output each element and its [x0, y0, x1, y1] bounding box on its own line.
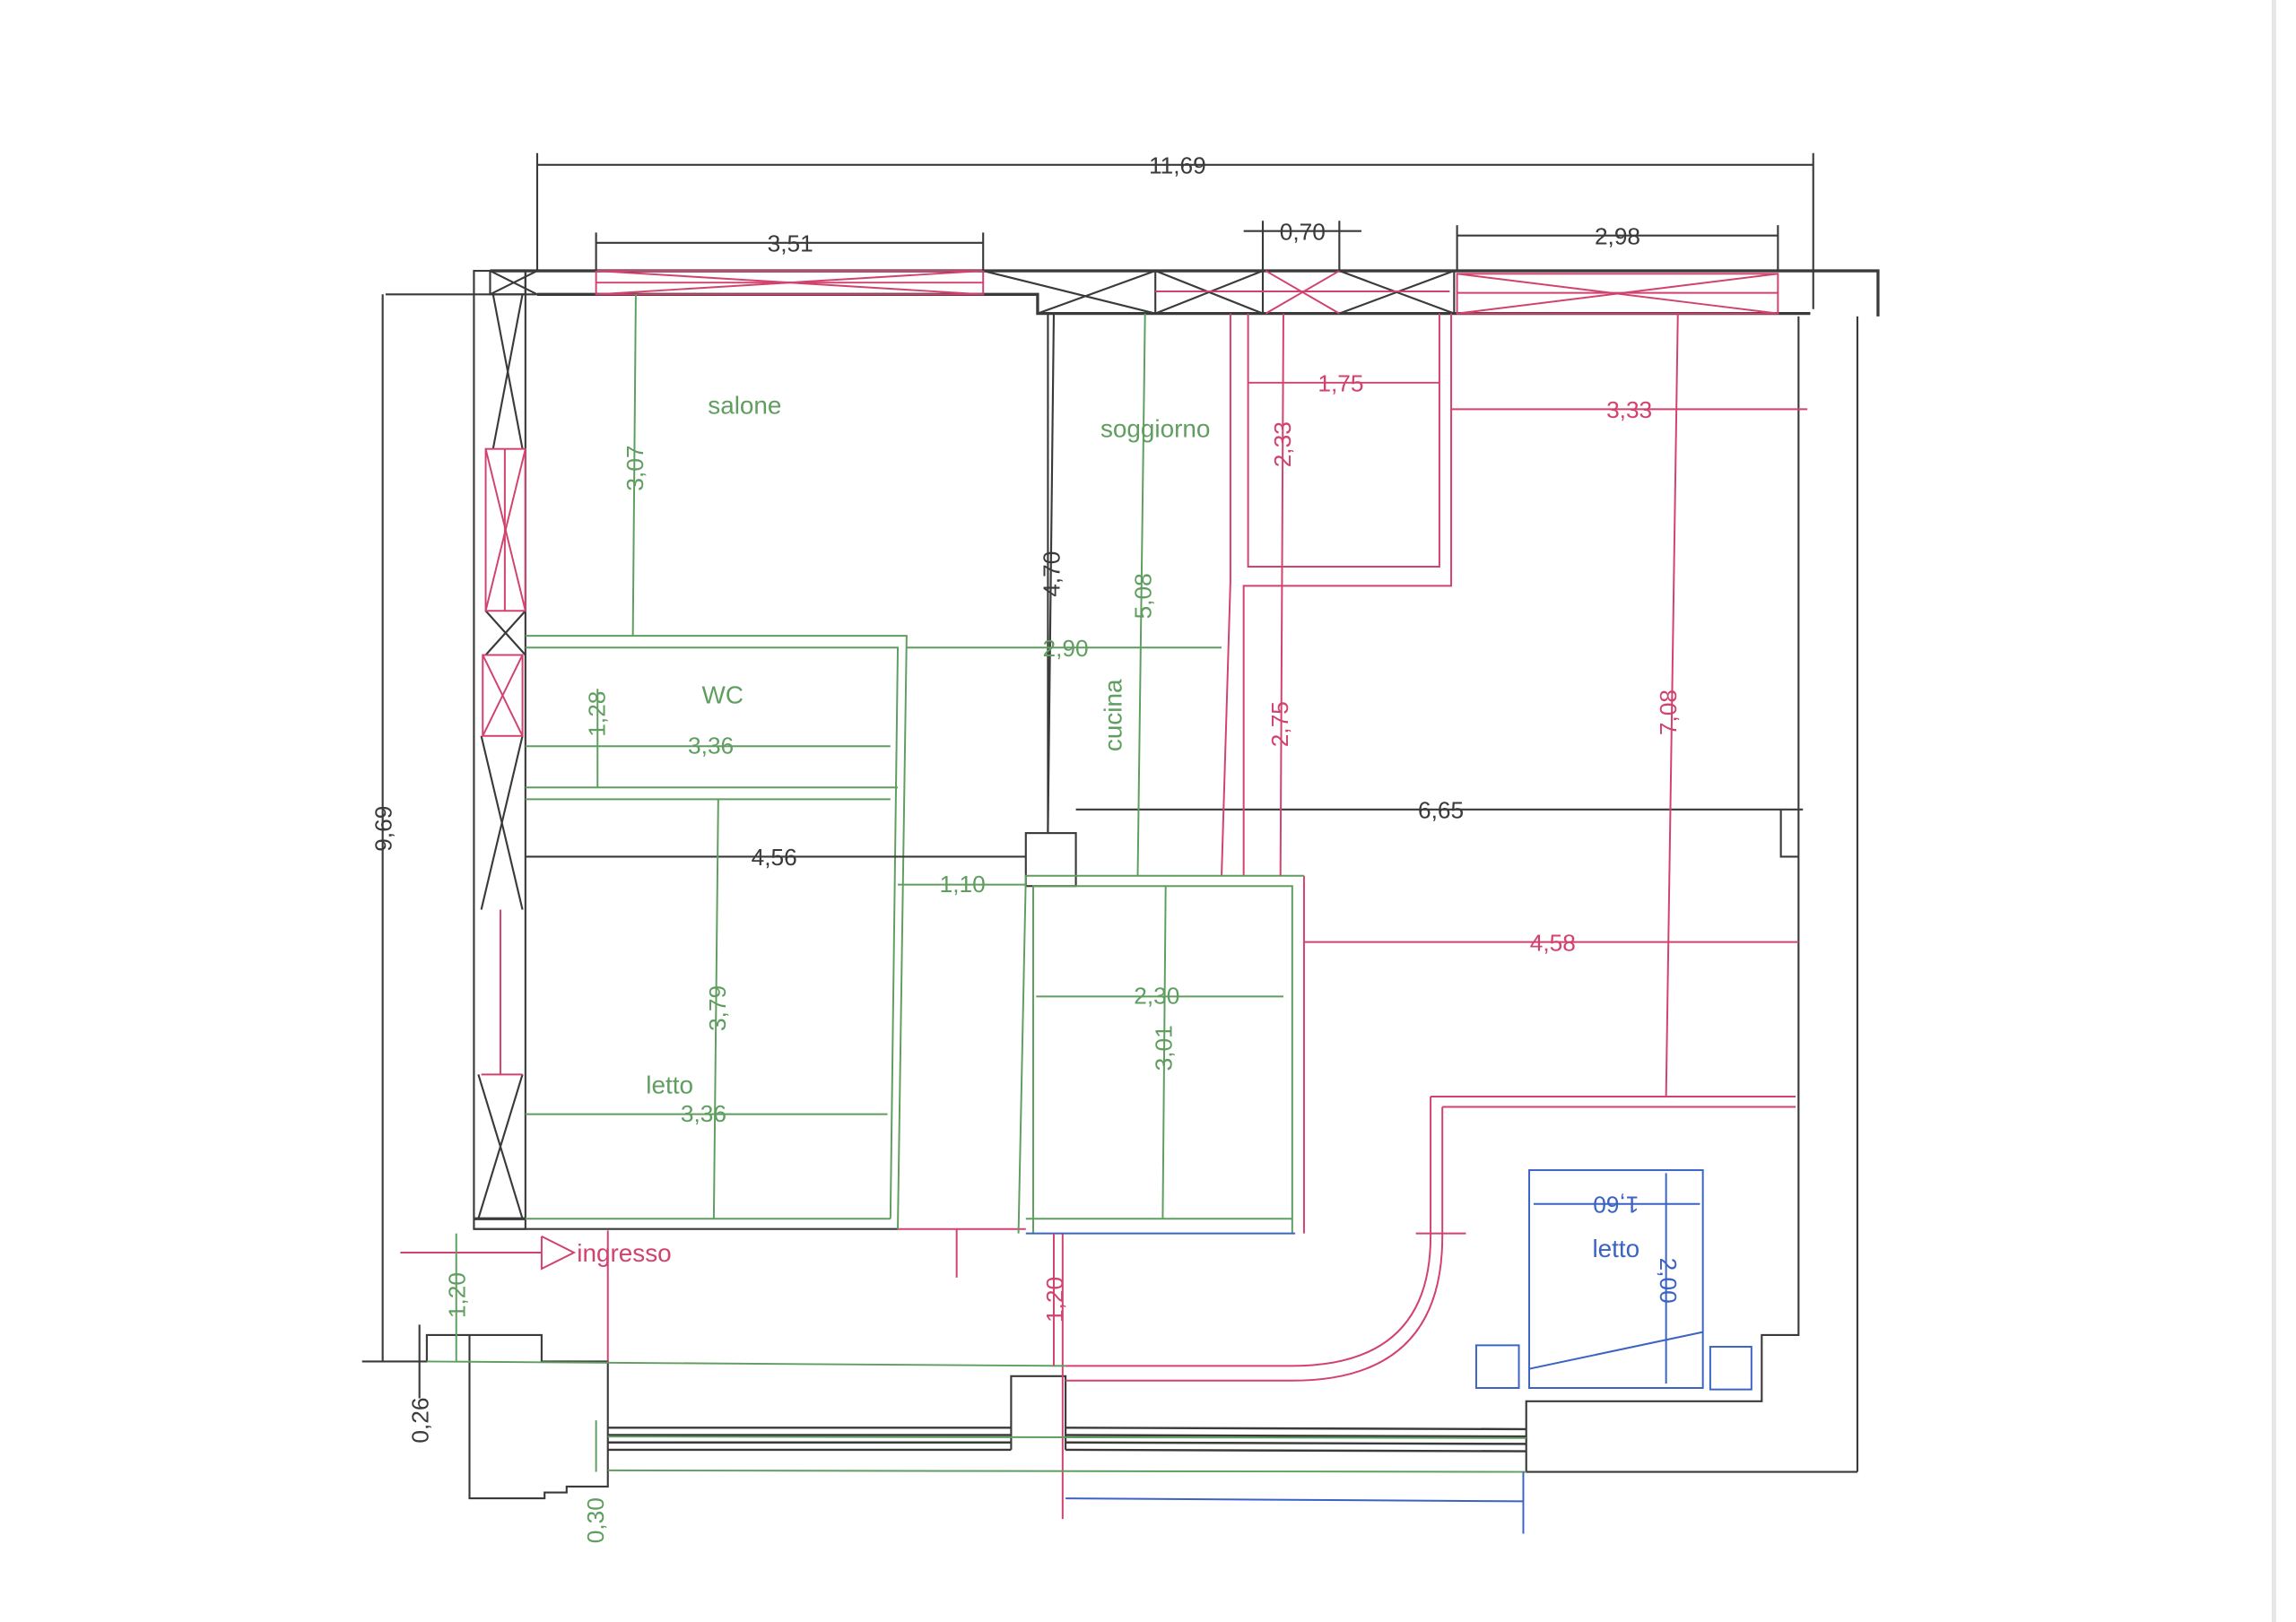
- dim-bed-width: 1,60: [1593, 1192, 1639, 1219]
- dim-4-56: 4,56: [752, 844, 797, 871]
- dim-0-30: 0,30: [582, 1497, 609, 1543]
- room-salone: salone: [708, 391, 781, 419]
- room-wc: WC: [702, 681, 744, 709]
- new-walls: [426, 635, 1526, 1473]
- dim-3-33: 3,33: [1606, 396, 1652, 423]
- dim-2-75: 2,75: [1266, 701, 1293, 747]
- dim-2-33: 2,33: [1269, 421, 1296, 467]
- room-letto-right: letto: [1592, 1235, 1639, 1262]
- room-cucina: cucina: [1099, 679, 1126, 751]
- dim-bed-length: 2,00: [1655, 1258, 1682, 1304]
- bed-furniture: [1474, 1169, 1752, 1391]
- room-soggiorno: soggiorno: [1100, 415, 1210, 443]
- room-letto-left: letto: [646, 1071, 693, 1099]
- dim-0-26: 0,26: [407, 1398, 434, 1444]
- dim-soggiorno-height: 4,70: [1039, 551, 1065, 597]
- dim-cucina-height: 5,08: [1129, 573, 1156, 619]
- dim-total-height: 9,69: [370, 806, 397, 852]
- dim-entry-1-20: 1,20: [444, 1272, 471, 1318]
- dim-7-08: 7,08: [1655, 690, 1682, 735]
- dim-4-58: 4,58: [1530, 929, 1576, 956]
- dim-total-width: 11,69: [1149, 152, 1206, 179]
- dim-2-30: 2,30: [1134, 983, 1179, 1010]
- top-windows: [489, 270, 1779, 315]
- dim-wc-height: 1,28: [583, 691, 610, 737]
- dim-window-left: 3,51: [768, 230, 813, 257]
- dim-wc-width: 3,36: [688, 732, 734, 759]
- dim-2-90: 2,90: [1043, 635, 1089, 662]
- dim-window-mid: 0,70: [1280, 219, 1326, 246]
- dim-6-65: 6,65: [1418, 797, 1464, 824]
- dim-1-10: 1,10: [940, 871, 986, 898]
- demolition-walls: [400, 313, 1796, 1520]
- dim-salone-height: 3,07: [622, 445, 648, 490]
- room-ingresso: ingresso: [577, 1239, 671, 1267]
- existing-walls: [361, 269, 1880, 1500]
- dim-1-75: 1,75: [1318, 370, 1363, 397]
- dim-window-right: 2,98: [1595, 222, 1640, 249]
- dim-letto-height: 3,79: [704, 985, 731, 1031]
- left-windows: [477, 294, 526, 1219]
- dim-letto-width: 3,36: [681, 1100, 726, 1127]
- dim-red-1-20: 1,20: [1041, 1277, 1068, 1323]
- dimension-lines: [381, 152, 1814, 1399]
- dim-3-01: 3,01: [1150, 1025, 1177, 1071]
